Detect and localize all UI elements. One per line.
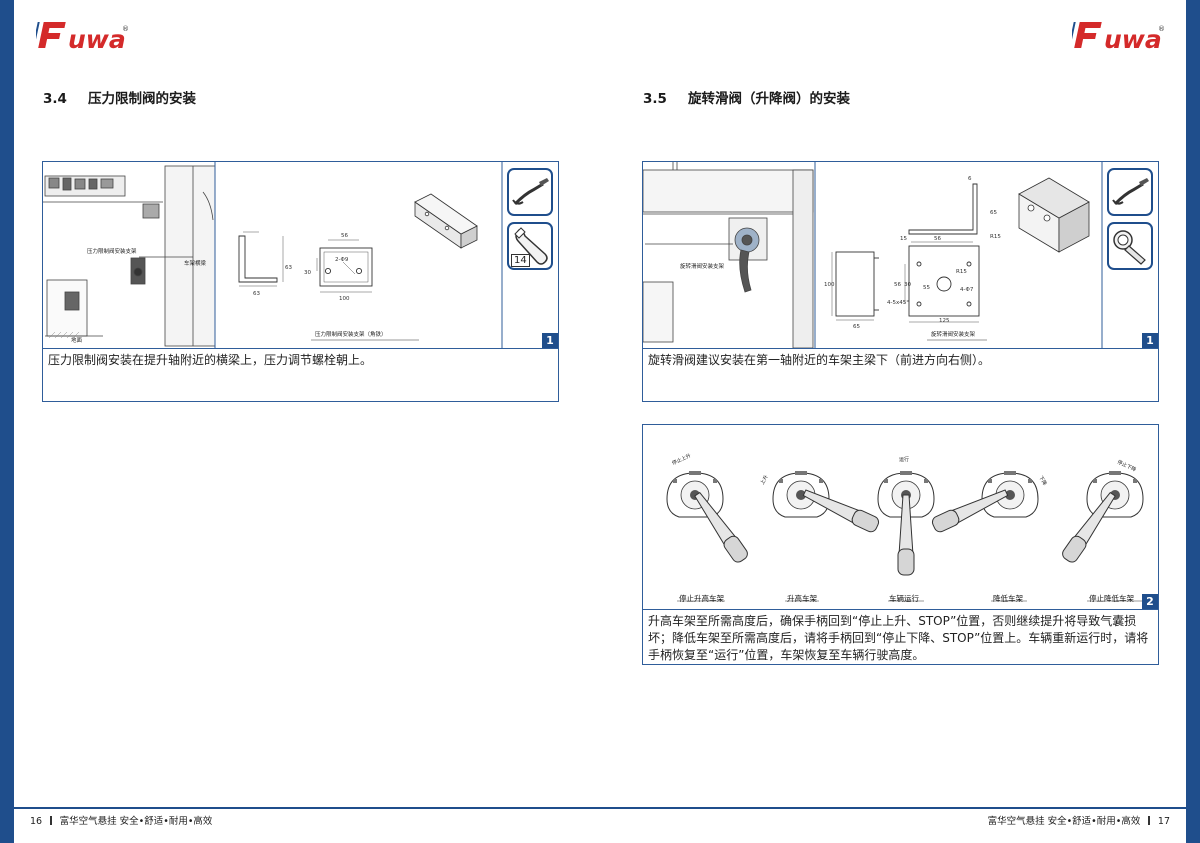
lever-positions-drawing: 停止上升 上升 运行 下降 停止下降	[666, 452, 1144, 602]
dim-100: 100	[339, 296, 350, 302]
lever-positions-figure: 停止上升 上升 运行 下降 停止下降 停止升高车架 升高车架 车辆运行 降低车架…	[643, 425, 1158, 610]
section-title-3-4: 3.4 压力限制阀的安装	[43, 87, 196, 107]
dim-63-horizontal: 63	[253, 291, 260, 297]
rotary-valve-panel: 旋转滑阀安装支架 6 65 R15 15	[642, 161, 1159, 402]
top-label-run: 运行	[899, 456, 909, 463]
dim-4-5x45: 4-5x45°	[887, 300, 909, 306]
tool-wrench: 14	[507, 222, 553, 270]
fuwa-logo-left: uwa ®	[36, 22, 129, 52]
svg-text:uwa: uwa	[68, 25, 126, 52]
ring-spanner-icon	[1113, 230, 1146, 265]
label-valve-bracket: 压力限制阀安装支架	[87, 247, 137, 255]
svg-text:®: ®	[122, 25, 129, 33]
footer-left: 16 富华空气悬挂 安全•舒适•耐用•高效	[30, 813, 212, 827]
section-heading: 压力限制阀的安装	[88, 91, 196, 107]
dim-30: 30	[904, 282, 911, 288]
figure-badge: 1	[1142, 333, 1158, 348]
dim-4-phi-7: 4-Φ7	[960, 287, 974, 293]
dim-r15-top: R15	[990, 234, 1001, 240]
dim-100: 100	[824, 282, 835, 288]
dim-r15-front: R15	[956, 269, 967, 275]
dim-6: 6	[968, 176, 972, 182]
figure-badge: 1	[542, 333, 558, 348]
footer-slogan-right: 富华空气悬挂 安全•舒适•耐用•高效	[987, 816, 1141, 827]
torch-icon	[512, 178, 549, 206]
section-heading: 旋转滑阀（升降阀）的安装	[688, 91, 850, 107]
position-label-run: 车辆运行	[889, 594, 919, 603]
top-label-up: 上升	[759, 474, 770, 486]
dim-2-phi-9: 2-Φ9	[335, 257, 349, 263]
pressure-valve-drawing: 压力限制阀安装支架 车架横梁 地面 63 63	[43, 162, 503, 348]
top-label-stop-up: 停止上升	[671, 452, 692, 467]
lever-positions-caption: 升高车架至所需高度后，确保手柄回到“停止上升、STOP”位置，否则继续提升将导致…	[648, 614, 1149, 662]
footer-rule	[14, 807, 1186, 809]
dim-63-vertical: 63	[285, 265, 292, 271]
pressure-valve-caption: 压力限制阀安装在提升轴附近的横梁上，压力调节螺栓朝上。	[48, 353, 373, 367]
section-number: 3.4	[43, 91, 67, 107]
position-label-stop-lower: 停止降低车架	[1089, 594, 1134, 603]
figure-badge: 2	[1142, 594, 1158, 609]
dim-125: 125	[939, 318, 950, 324]
tool-torch	[507, 168, 553, 216]
left-page-edge	[0, 0, 14, 843]
dim-55: 55	[923, 285, 930, 291]
label-ground: 地面	[71, 336, 83, 344]
section-number: 3.5	[643, 91, 667, 107]
dim-65-top: 65	[990, 210, 997, 216]
fuwa-logo-right: uwa ®	[1072, 22, 1165, 52]
top-label-down: 下降	[1037, 475, 1048, 487]
label-rotary-bracket: 旋转滑阀安装支架	[680, 262, 725, 270]
tool-ring-spanner	[1107, 222, 1153, 270]
section-title-3-5: 3.5 旋转滑阀（升降阀）的安装	[643, 87, 850, 107]
svg-text:uwa: uwa	[1104, 25, 1162, 52]
wrench-size: 14	[511, 254, 530, 267]
dim-30: 30	[304, 270, 311, 276]
position-label-lower: 降低车架	[993, 594, 1023, 603]
dim-56-side: 56	[894, 282, 901, 288]
dim-56-top: 56	[934, 236, 941, 242]
page-number-right: 17	[1157, 816, 1170, 827]
pressure-valve-panel: 压力限制阀安装支架 车架横梁 地面 63 63	[42, 161, 559, 402]
position-label-stop-raise: 停止升高车架	[679, 594, 724, 603]
torch-icon	[1112, 178, 1149, 206]
footer-slogan-left: 富华空气悬挂 安全•舒适•耐用•高效	[59, 816, 213, 827]
rotary-valve-figure: 旋转滑阀安装支架 6 65 R15 15	[643, 162, 1158, 349]
right-page-edge	[1186, 0, 1200, 843]
wrench-icon	[514, 227, 548, 265]
dim-65-side: 65	[853, 324, 860, 330]
position-label-raise: 升高车架	[787, 594, 817, 603]
page-number-left: 16	[30, 816, 43, 827]
tool-torch	[1107, 168, 1153, 216]
svg-text:®: ®	[1158, 25, 1165, 33]
label-angle-bracket: 压力限制阀安装支架（角铁）	[315, 330, 387, 338]
dim-56: 56	[341, 233, 348, 239]
rotary-valve-caption: 旋转滑阀建议安装在第一轴附近的车架主梁下（前进方向右侧）。	[648, 353, 991, 367]
rotary-valve-drawing: 旋转滑阀安装支架 6 65 R15 15	[643, 162, 1103, 348]
dim-15: 15	[900, 236, 907, 242]
footer-right: 富华空气悬挂 安全•舒适•耐用•高效 17	[988, 813, 1170, 827]
label-crossbeam: 车架横梁	[184, 259, 207, 267]
pressure-valve-figure: 压力限制阀安装支架 车架横梁 地面 63 63	[43, 162, 558, 349]
lever-positions-panel: 停止上升 上升 运行 下降 停止下降 停止升高车架 升高车架 车辆运行 降低车架…	[642, 424, 1159, 665]
label-rotary-bracket-bottom: 旋转滑阀安装支架	[931, 330, 976, 338]
